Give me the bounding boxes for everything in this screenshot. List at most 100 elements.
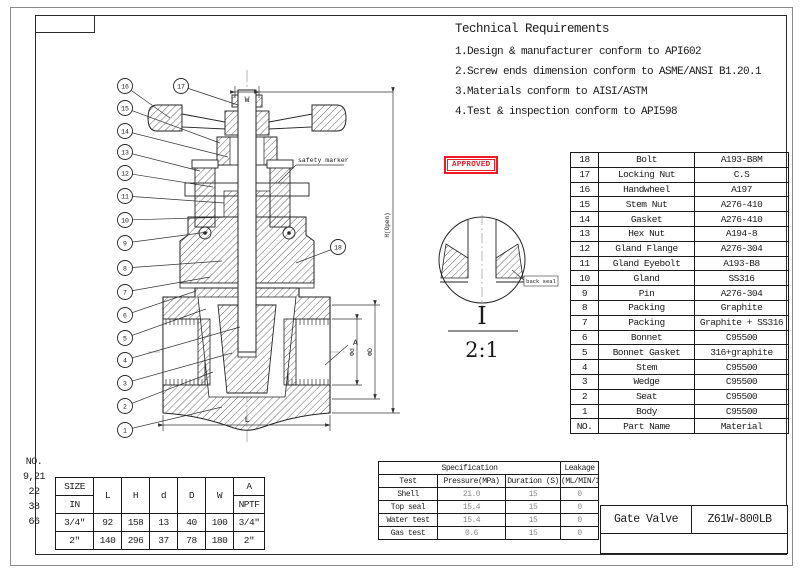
svg-text:7: 7 [123, 289, 127, 296]
title-block-empty-row [601, 533, 787, 552]
detail-scale: 2:1 [465, 338, 499, 362]
no-list-entry: 66 [28, 517, 40, 528]
technical-requirements-title: Technical Requirements [455, 22, 610, 36]
svg-text:1: 1 [123, 427, 127, 434]
size-header-W: W [205, 477, 234, 514]
page-outer-border [10, 7, 793, 566]
size-header-nptf: NPTF [233, 495, 265, 514]
svg-text:12: 12 [121, 170, 129, 177]
size-header-size: SIZE [55, 477, 94, 496]
size-header-row-1: SIZE L H d D W A [55, 477, 265, 514]
svg-text:8: 8 [123, 265, 127, 272]
dim-phi-big-d-label: ΦD [367, 348, 374, 356]
backseat-hatch-left [440, 243, 469, 279]
no-reference-list: NO. 9,21 22 38 66 [16, 455, 52, 530]
svg-text:17: 17 [177, 83, 185, 90]
seat-left [197, 318, 211, 386]
callout-balloon-5 [117, 330, 133, 346]
svg-text:10: 10 [121, 217, 129, 224]
spec-column-header-row: Test Pressure(MPa) Duration (S) (ML/MIN/… [378, 474, 600, 488]
svg-text:4: 4 [123, 357, 127, 364]
technical-requirements: Technical Requirements 1.Design & manufa… [455, 22, 785, 122]
svg-text:14: 14 [121, 128, 129, 135]
approved-stamp-label: APPROVED [447, 159, 496, 171]
dim-phi-d-label: Φd [349, 348, 356, 356]
spec-header-specification: Specification [377, 461, 562, 475]
callout-balloon-2 [117, 398, 133, 414]
callout-balloon-13 [117, 144, 133, 160]
valve-section-drawing: W L A H(Open) Φd ΦD safety marker 161514… [117, 70, 400, 443]
size-header-H: H [121, 477, 150, 514]
size-header-in: IN [55, 495, 94, 514]
spec-col-leakage-unit: (ML/MIN/1") [560, 474, 600, 488]
no-list-entry: 9,21 [22, 472, 46, 483]
tech-requirement-item: 3.Materials conform to AISI/ASTM [455, 86, 648, 98]
callout-balloon-10 [117, 212, 133, 228]
callout-balloon-12 [117, 165, 133, 181]
svg-text:3: 3 [123, 380, 127, 387]
callout-balloon-14 [117, 123, 133, 139]
title-block-model: Z61W-800LB [707, 513, 772, 526]
handwheel [147, 104, 347, 136]
spec-col-duration: Duration (S) [504, 474, 562, 488]
spec-col-pressure: Pressure(MPa) [437, 474, 506, 488]
dim-h-open-label: H(Open) [384, 212, 391, 237]
svg-text:2: 2 [123, 403, 127, 410]
dim-l-label: L [245, 416, 250, 425]
size-header-d: d [149, 477, 178, 514]
no-list-entry: 22 [28, 487, 40, 498]
tech-requirement-item: 2.Screw ends dimension conform to ASME/A… [455, 66, 762, 78]
callout-balloon-6 [117, 307, 133, 323]
size-header-row-2: IN NPTF [55, 495, 265, 514]
tech-requirement-item: 4.Test & inspection conform to API598 [455, 106, 678, 118]
size-header-D: D [177, 477, 206, 514]
back-seal-label: back seal [526, 278, 556, 285]
title-block: Gate Valve Z61W-800LB [600, 505, 788, 554]
detail-view: back seal I 2:1 [438, 215, 559, 362]
dim-w-label: W [245, 96, 250, 105]
frame-corner-box [35, 15, 95, 33]
dim-a-label: A [353, 339, 358, 348]
svg-text:15: 15 [121, 105, 129, 112]
svg-text:5: 5 [123, 335, 127, 342]
size-header-L: L [93, 477, 122, 514]
safety-marker-label: safety marker [298, 157, 349, 164]
callout-balloon-17 [173, 78, 189, 94]
callout-balloon-9 [117, 235, 133, 251]
spec-group-header-row: Specification Leakage [377, 461, 600, 475]
gland-assembly [184, 159, 310, 240]
backseat-hatch-right [495, 243, 524, 279]
callout-balloon-15 [117, 100, 133, 116]
no-list-entry: 38 [28, 502, 40, 513]
no-list-entry: NO. [25, 457, 43, 468]
svg-text:6: 6 [123, 312, 127, 319]
svg-text:16: 16 [121, 83, 129, 90]
size-header-a: A [233, 477, 265, 496]
svg-text:13: 13 [121, 149, 129, 156]
spec-col-test: Test [378, 474, 438, 488]
approved-stamp: APPROVED [444, 156, 499, 174]
